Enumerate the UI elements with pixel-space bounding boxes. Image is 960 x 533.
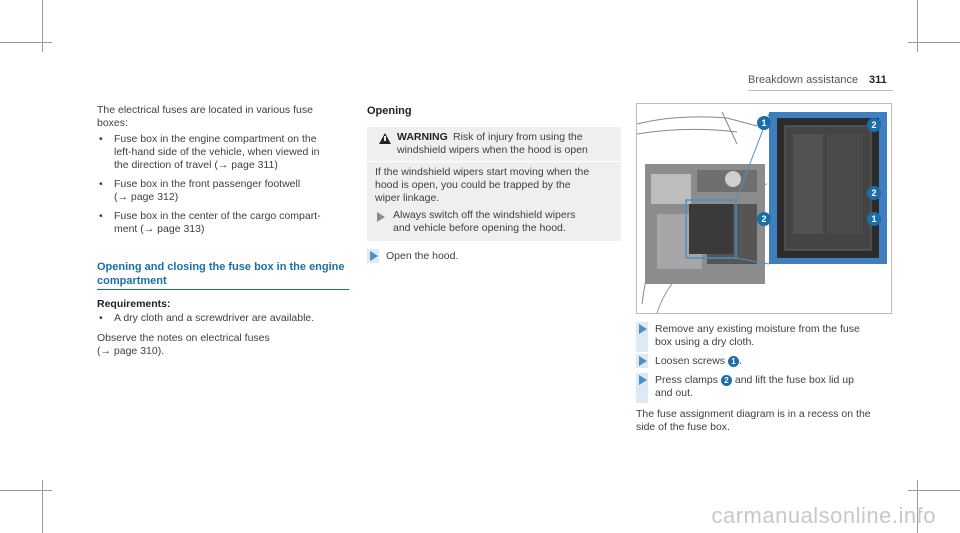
bullet-line: left-hand side of the vehicle, when view…	[114, 146, 320, 158]
section-title: Opening and closing the fuse box in the …	[97, 261, 345, 273]
step-text: box using a dry cloth.	[655, 336, 755, 348]
bullet-dot: •	[99, 178, 103, 190]
bullet-line: ment (→ page 313)	[114, 223, 205, 235]
warning-title: windshield wipers when the hood is open	[397, 144, 588, 156]
crop-mark	[42, 0, 43, 52]
crop-mark	[917, 480, 918, 533]
crop-mark	[42, 480, 43, 533]
bullet-dot: •	[99, 312, 103, 324]
engine-illustration	[637, 111, 887, 313]
crop-mark	[908, 42, 960, 43]
crop-mark	[0, 490, 52, 491]
callout-screw-1: 1	[867, 212, 881, 226]
running-header: Breakdown assistance	[748, 74, 859, 86]
observe-line: Observe the notes on electrical fuses	[97, 332, 270, 344]
warning-text: wiper linkage.	[375, 192, 440, 204]
requirement-text: A dry cloth and a screwdriver are availa…	[114, 312, 315, 324]
section-rule	[97, 289, 349, 290]
step-text: Open the hood.	[386, 250, 459, 262]
intro-line: The electrical fuses are located in vari…	[97, 104, 313, 116]
warning-divider	[367, 161, 621, 162]
step-text-part: Loosen screws	[655, 355, 728, 367]
warning-title: Risk of injury from using the	[453, 131, 583, 143]
bullet-line: the direction of travel (→ page 311)	[114, 159, 278, 171]
note-line: The fuse assignment diagram is in a rece…	[636, 408, 871, 420]
intro-line: boxes:	[97, 117, 128, 129]
crop-mark	[0, 42, 52, 43]
warning-label: WARNING	[397, 131, 448, 143]
step-text: Remove any existing moisture from the fu…	[655, 323, 860, 335]
callout-clamp-2: 2	[757, 212, 771, 226]
bullet-line: Fuse box in the front passenger footwell	[114, 178, 301, 190]
engine-figure: 1 2 2 2 1	[636, 103, 892, 314]
callout-screw-1: 1	[757, 116, 771, 130]
warning-icon-mark	[384, 136, 386, 141]
observe-line: (→ page 310).	[97, 345, 165, 357]
bullet-dot: •	[99, 210, 103, 222]
bullet-dot: •	[99, 133, 103, 145]
note-line: side of the fuse box.	[636, 421, 730, 433]
step-text: Press clamps 2 and lift the fuse box lid…	[655, 374, 854, 387]
warning-box: WARNING Risk of injury from using the wi…	[367, 127, 621, 241]
bullet-line: Fuse box in the center of the cargo comp…	[114, 210, 321, 222]
warning-action: and vehicle before opening the hood.	[393, 222, 566, 234]
callout-inline-1: 1	[727, 355, 739, 367]
step-text-part: .	[738, 355, 742, 367]
step-arrow-icon	[639, 324, 647, 334]
action-arrow-icon	[377, 212, 385, 222]
callout-clamp-2: 2	[867, 186, 881, 200]
crop-mark	[917, 0, 918, 52]
step-text-part: and lift the fuse box lid up	[731, 374, 854, 386]
crop-mark	[908, 490, 960, 491]
step-arrow-icon	[370, 251, 378, 261]
step-text-part: Press clamps	[655, 374, 721, 386]
callout-clamp-2: 2	[867, 118, 881, 132]
bullet-line: (→ page 312)	[114, 191, 179, 203]
requirements-label: Requirements:	[97, 298, 171, 310]
step-text: Loosen screws 1.	[655, 355, 742, 368]
section-title: compartment	[97, 275, 167, 287]
callout-inline-2: 2	[720, 374, 732, 386]
step-arrow-icon	[639, 356, 647, 366]
watermark: carmanualsonline.info	[711, 503, 936, 528]
bullet-line: Fuse box in the engine compartment on th…	[114, 133, 317, 145]
step-text: and out.	[655, 387, 693, 399]
step-arrow-icon	[639, 375, 647, 385]
page-number: 311	[869, 74, 887, 86]
header-rule	[748, 90, 893, 91]
warning-text: hood is open, you could be trapped by th…	[375, 179, 571, 191]
warning-action: Always switch off the windshield wipers	[393, 209, 576, 221]
warning-text: If the windshield wipers start moving wh…	[375, 166, 590, 178]
opening-heading: Opening	[367, 105, 412, 117]
